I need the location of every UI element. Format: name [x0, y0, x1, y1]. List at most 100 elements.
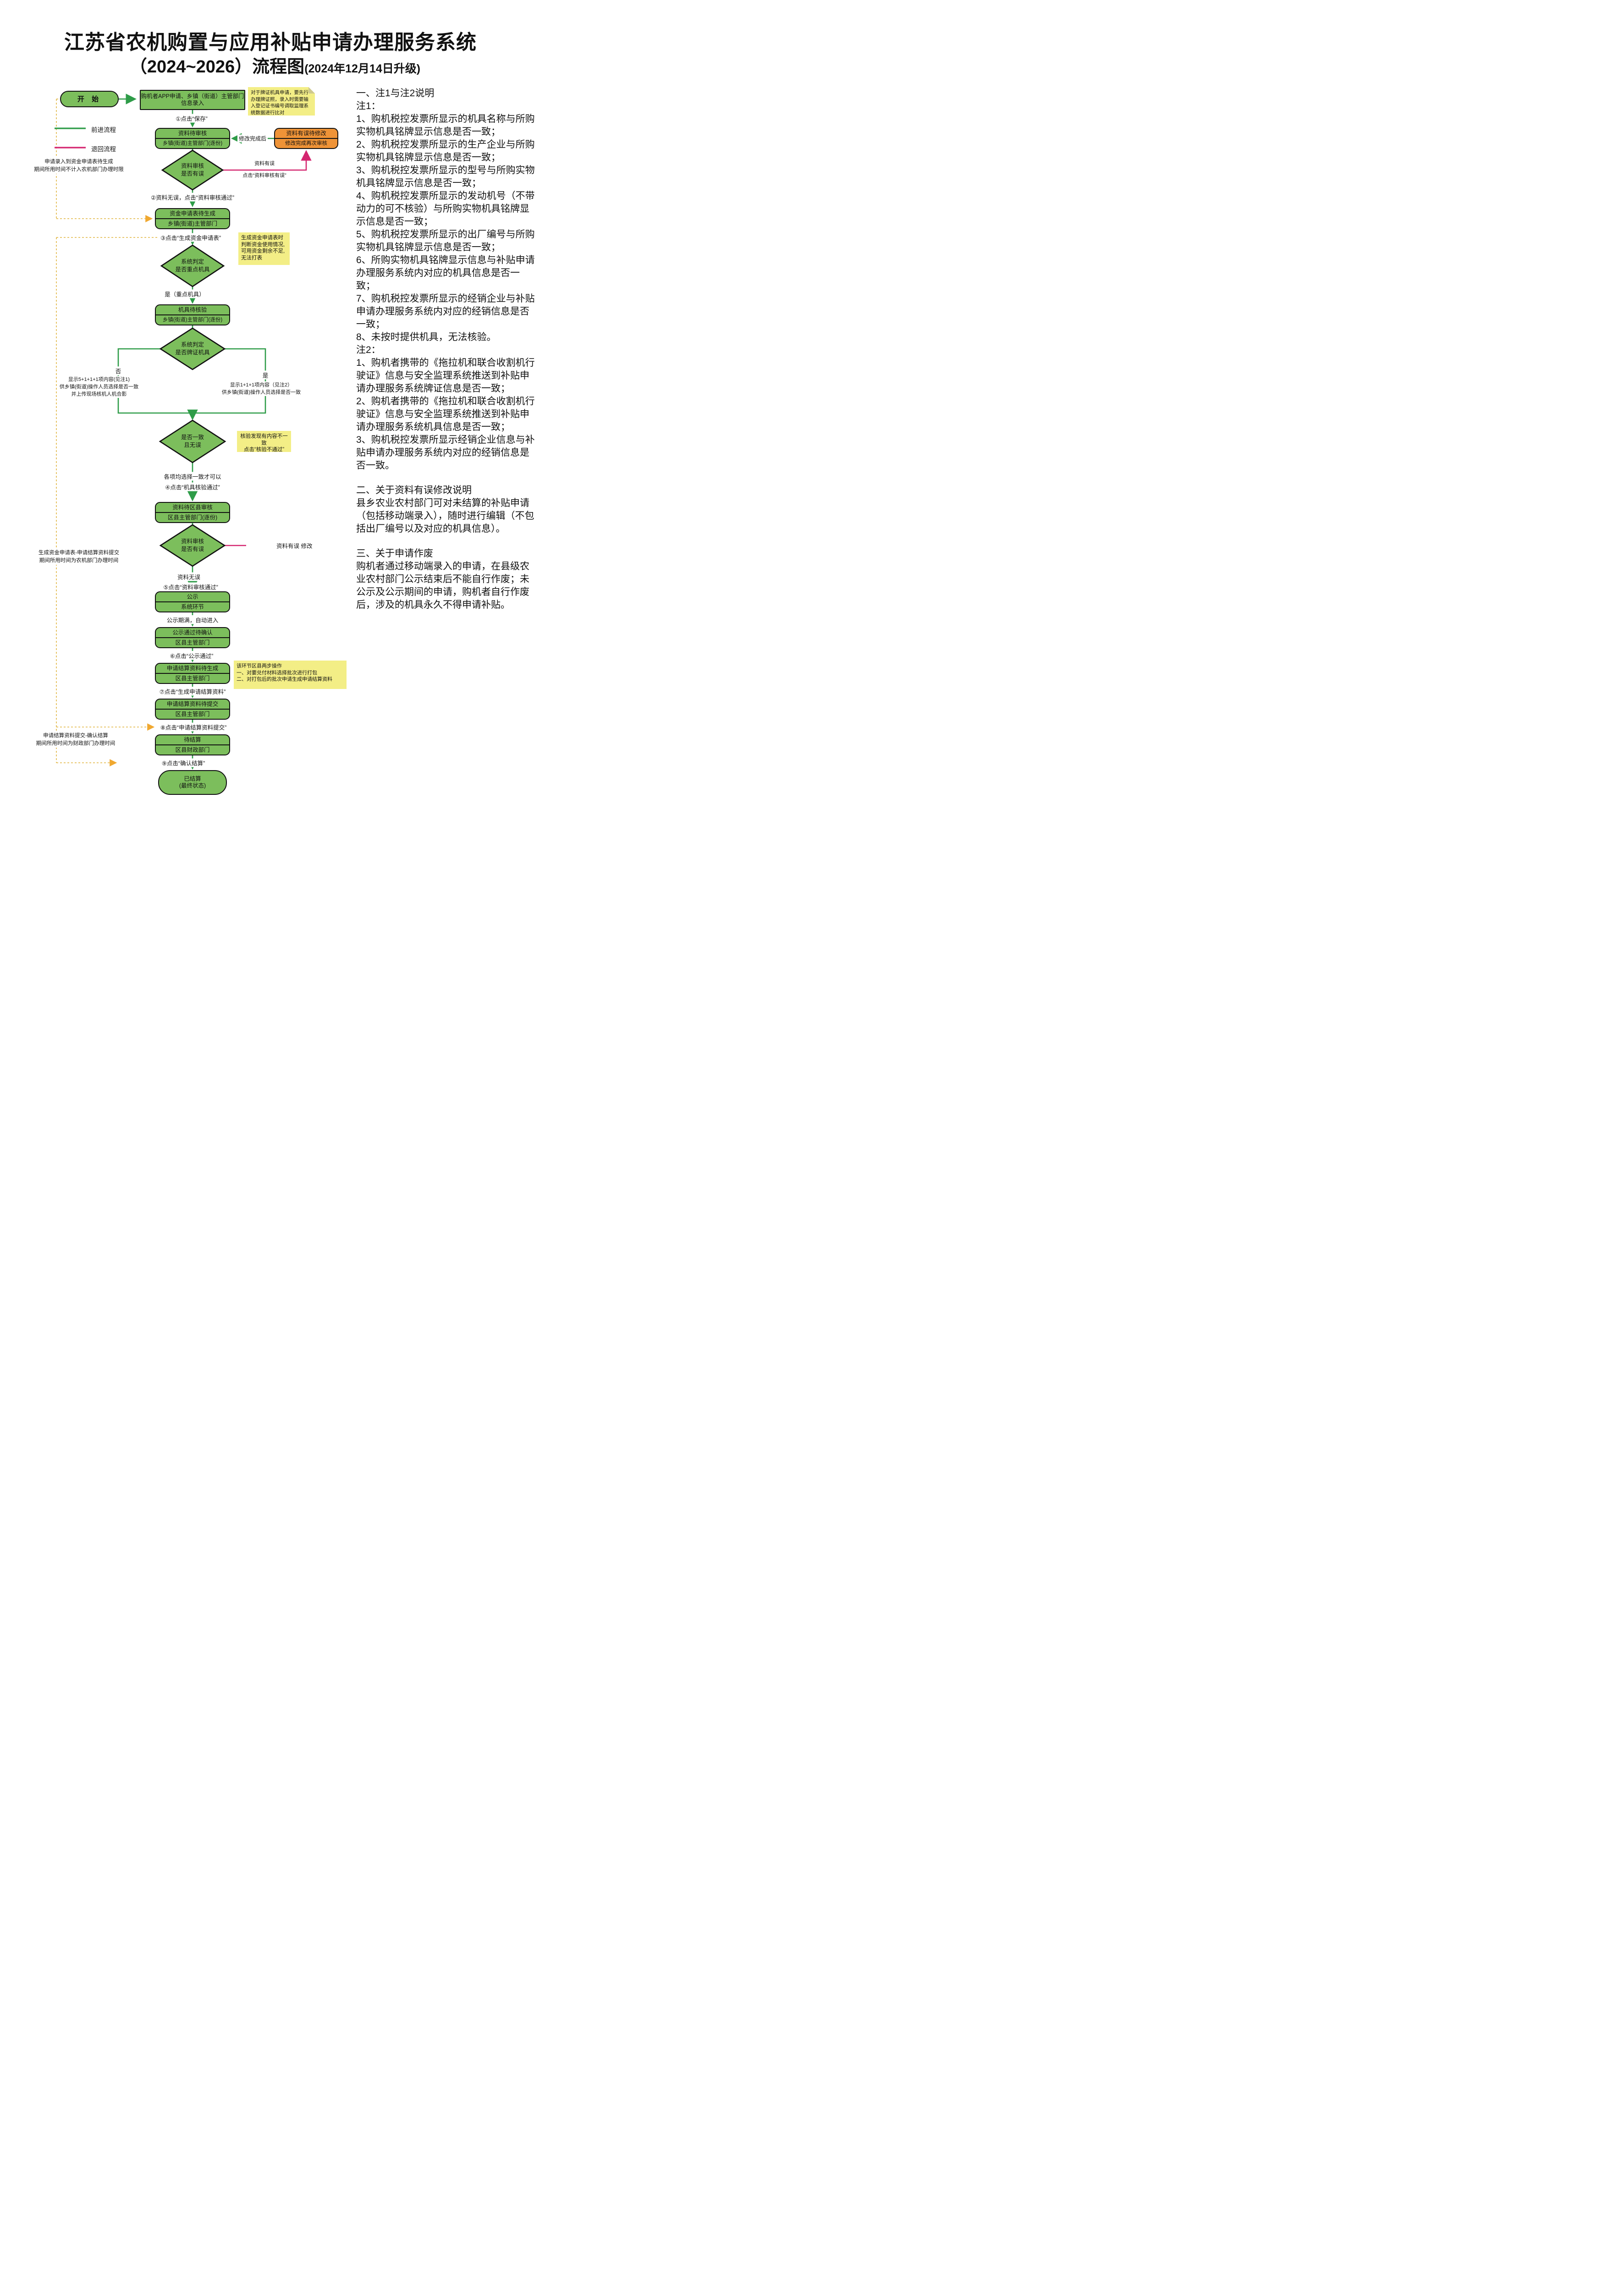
decision5-label: 资料审核 是否有误 [181, 538, 204, 553]
note-county-two-steps: 该环节区县两步操作 一、对要兑付材料选择批次进行打包 二、对打包后的批次申请生成… [234, 661, 347, 689]
timeline-note-agri: 生成资金申请表-申请结算资料提交 期间所用时间为农机部门办理时间 [11, 549, 147, 565]
node-settled-line1: 已结算 [184, 776, 201, 782]
note-license-text: 对于牌证机具申请，要先行办理牌证照，录入时需要输入登记证书编号调取监理系统数据进… [251, 90, 308, 116]
note-license: 对于牌证机具申请，要先行办理牌证照，录入时需要输入登记证书编号调取监理系统数据进… [248, 87, 315, 116]
subtitle-main: （2024~2026）流程图 [129, 57, 305, 77]
fix-done-label: 修改完成后 [237, 134, 268, 143]
decision1-line2: 是否有误 [181, 171, 204, 177]
timeline-dashed-rails [56, 99, 160, 766]
legend-return-label: 退回流程 [91, 146, 116, 153]
node-settle-gen-dept: 区县主管部门 [156, 673, 229, 683]
return-flow-lines [223, 150, 312, 546]
panel-section1-title: 一、注1与注2说明 [356, 88, 435, 99]
node-error-fix-sub: 修改完成再次审核 [275, 138, 337, 148]
node-start: 开 始 [60, 91, 119, 107]
panel-gap [356, 535, 537, 547]
notes-panel: 一、注1与注2说明 注1： 1、购机税控发票所显示的机具名称与所购实物机具铭牌显… [356, 87, 537, 612]
node-settle-wait-title: 待结算 [184, 736, 201, 743]
step4-label-a: 各项均选择一致才可以 [162, 472, 223, 481]
decision3-line2: 是否牌证机具 [175, 349, 210, 356]
node-publicity-sub: 系统环节 [156, 601, 229, 612]
note-fold-corner-icon [308, 87, 315, 94]
decision-key-machine [160, 244, 225, 287]
node-publicity-confirm-dept: 区县主管部门 [156, 637, 229, 647]
branch-yes-label: 是 [261, 370, 270, 380]
decision2-line2: 是否重点机具 [175, 266, 210, 273]
step5-label-a: 资料无误 [176, 572, 202, 581]
node-settle-submit: 申请结算资料待提交 区县主管部门 [155, 699, 230, 720]
panel-section1-body: 注1： 1、购机税控发票所显示的机具名称与所购实物机具铭牌显示信息是否一致； 2… [356, 101, 535, 471]
decision4-line2: 且无误 [184, 442, 201, 448]
branch-no-desc: 显示5+1+1+1项内容(见注1) 供乡镇(街道)操作人员选择是否一致 并上传现… [58, 376, 140, 398]
node-fund-table-dept: 乡镇(街道)主管部门 [156, 218, 229, 228]
step4-label-b: ④点击“机具核验通过” [164, 482, 221, 491]
node-county-review: 资料待区县审核 区县主管部门(逐份) [155, 502, 230, 523]
node-review-wait-title: 资料待审核 [178, 130, 207, 137]
step1-label: ①点击“保存” [174, 114, 209, 123]
auto-enter-label: 公示期满，自动进入 [165, 615, 220, 624]
node-settled-line2: (最终状态) [179, 782, 206, 789]
node-review-wait: 资料待审核 乡镇(街道)主管部门(逐份) [155, 128, 230, 149]
error2-label: 资料有误 修改 [275, 541, 314, 550]
step9-label: ⑨点击“确认结算” [160, 758, 207, 767]
node-settle-gen: 申请结算资料待生成 区县主管部门 [155, 663, 230, 684]
node-error-fix: 资料有误待修改 修改完成再次审核 [274, 128, 338, 149]
node-entry-line1: 购机者APP申请、乡镇（街道）主管部门 [141, 93, 244, 99]
node-entry: 购机者APP申请、乡镇（街道）主管部门 信息录入 [140, 90, 245, 110]
node-settle-wait-dept: 区县财政部门 [156, 744, 229, 755]
error1-label-a: 资料有误 [253, 160, 276, 167]
node-settle-submit-title: 申请结算资料待提交 [166, 700, 219, 707]
page-title: 江苏省农机购置与应用补贴申请办理服务系统 [64, 31, 477, 54]
decision-licensed-machine [159, 327, 226, 370]
node-fund-table-title: 资金申请表待生成 [169, 210, 215, 217]
decision-diamonds [159, 149, 226, 567]
decision1-line1: 资料审核 [181, 163, 204, 169]
node-publicity: 公示 系统环节 [155, 591, 230, 612]
branch-yes-desc: 显示1+1+1项内容（见注2） 供乡镇(街道)操作人员选择是否一致 [220, 381, 303, 396]
step5-label-b: ⑤点击“资料审核通过” [162, 582, 220, 591]
legend-lines [55, 127, 86, 149]
step3-label: ③点击“生成资金申请表” [159, 233, 223, 242]
node-settle-submit-dept: 区县主管部门 [156, 709, 229, 719]
node-review-wait-dept: 乡镇(街道)主管部门(逐份) [156, 138, 229, 148]
flowchart-canvas: 江苏省农机购置与应用补贴申请办理服务系统 （2024~2026）流程图(2024… [0, 0, 541, 812]
step7-label: ⑦点击“生成申请结算资料” [158, 687, 227, 696]
legend-forward-label: 前进流程 [91, 127, 116, 133]
decision3-label: 系统判定 是否牌证机具 [175, 341, 209, 357]
step2-label: ②资料无误，点击“资料审核通过” [149, 193, 236, 202]
node-publicity-confirm: 公示通过待确认 区县主管部门 [155, 627, 230, 648]
connector-layer [55, 94, 312, 770]
node-entry-line2: 信息录入 [181, 100, 204, 106]
decision3-line1: 系统判定 [181, 342, 204, 348]
decision5-line1: 资料审核 [181, 538, 204, 545]
error1-label-b: 点击“资料审核有误” [241, 172, 288, 179]
note-verify-fail: 核验发现有内容不一致 点击“核验不通过” [237, 431, 291, 452]
node-publicity-title: 公示 [187, 593, 198, 600]
decision4-label: 是否一致 且无误 [181, 434, 204, 449]
timeline-note-finance: 申请结算资料提交-确认结算 期间所用时间为财政部门办理时间 [9, 732, 142, 748]
node-verify-wait: 机具待核验 乡镇(街道)主管部门(逐份) [155, 304, 230, 325]
subtitle-upgrade-date: (2024年12月14日升级) [304, 62, 421, 75]
decision-material-check-1 [161, 149, 224, 191]
node-publicity-confirm-title: 公示通过待确认 [172, 629, 213, 636]
decision-consistent [159, 419, 226, 463]
key-machine-yes-label: 是（重点机具） [163, 289, 206, 298]
decision2-label: 系统判定 是否重点机具 [175, 258, 209, 274]
panel-section2-title: 二、关于资料有误修改说明 [356, 485, 472, 496]
node-settled-label: 已结算 (最终状态) [159, 771, 226, 794]
decision5-line2: 是否有误 [181, 546, 204, 552]
branch-no-label: 否 [114, 366, 123, 375]
node-county-review-dept: 区县主管部门(逐份) [156, 512, 229, 522]
panel-gap [356, 472, 537, 484]
decision4-line1: 是否一致 [181, 434, 204, 441]
node-county-review-title: 资料待区县审核 [172, 504, 213, 511]
step6-label: ⑥点击“公示通过” [168, 651, 215, 660]
node-settle-gen-title: 申请结算资料待生成 [166, 665, 219, 672]
step8-label: ⑧点击“申请结算资料提交” [159, 722, 228, 732]
node-start-label: 开 始 [77, 95, 102, 103]
panel-section3-title: 三、关于申请作废 [356, 548, 433, 559]
node-settle-wait: 待结算 区县财政部门 [155, 734, 230, 755]
node-error-fix-title: 资料有误待修改 [286, 130, 326, 137]
decision2-line1: 系统判定 [181, 259, 204, 265]
node-entry-label: 购机者APP申请、乡镇（街道）主管部门 信息录入 [141, 91, 244, 109]
